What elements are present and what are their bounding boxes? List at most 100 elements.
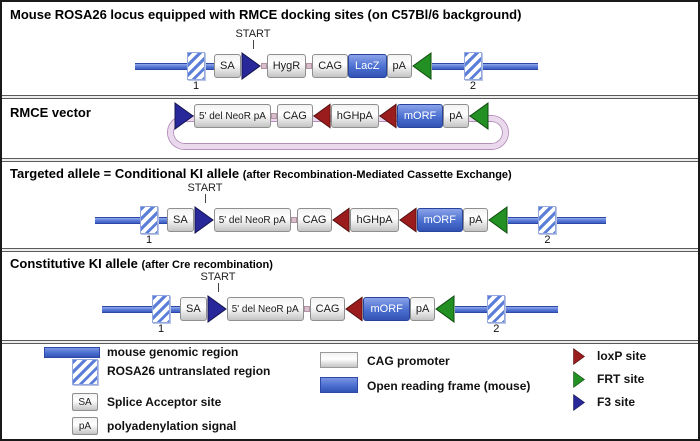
f3-site-icon bbox=[573, 394, 585, 411]
legend-cag-swatch bbox=[320, 352, 358, 368]
start-marker: START bbox=[183, 182, 227, 203]
genomic-line bbox=[481, 62, 538, 70]
linker bbox=[290, 217, 297, 223]
polya-box: pA bbox=[409, 297, 436, 321]
start-label: START bbox=[235, 28, 271, 40]
loxp-site-icon bbox=[573, 348, 585, 365]
section-divider bbox=[2, 95, 698, 99]
start-label: START bbox=[200, 271, 236, 283]
f3-site-icon bbox=[241, 52, 261, 80]
genomic-line bbox=[95, 216, 140, 224]
rosa26-exon1: 1 bbox=[140, 206, 158, 246]
legend-genomic-swatch bbox=[44, 347, 100, 358]
polya-box: pA bbox=[462, 208, 489, 232]
legend-pa-swatch: pA bbox=[72, 417, 98, 435]
f3-site-icon bbox=[207, 295, 227, 323]
start-label: START bbox=[187, 182, 223, 194]
start-tick bbox=[252, 40, 254, 49]
rosa26-exon2: 2 bbox=[463, 52, 482, 92]
frt-site-icon bbox=[435, 295, 455, 323]
f3-site-icon bbox=[194, 206, 214, 234]
exon-number: 2 bbox=[544, 234, 551, 246]
linker bbox=[260, 63, 267, 69]
targeted-allele-construct: 1 SA 5' del NeoR pA CAG hGHpA mORF pA 2 bbox=[95, 203, 607, 246]
hygr-box: HygR bbox=[266, 54, 307, 78]
section-rmce-vector: RMCE vector 5' del NeoR pA CAG hGHpA mOR… bbox=[2, 99, 698, 158]
frt-site-icon bbox=[488, 206, 508, 234]
splice-acceptor-box: SA bbox=[180, 297, 207, 321]
genomic-line bbox=[556, 216, 607, 224]
legend-cag-label: CAG promoter bbox=[367, 354, 450, 368]
genomic-line bbox=[102, 305, 152, 313]
hghpa-box: hGHpA bbox=[330, 104, 379, 128]
polya-box: pA bbox=[386, 54, 412, 78]
legend-sa-swatch: SA bbox=[72, 393, 98, 411]
legend-genomic-label: mouse genomic region bbox=[107, 345, 239, 359]
frt-site-icon bbox=[412, 52, 432, 80]
loxp-site-icon bbox=[398, 207, 417, 233]
exon-number: 1 bbox=[145, 234, 153, 246]
loxp-site-icon bbox=[379, 103, 397, 129]
polya-box: pA bbox=[443, 104, 469, 128]
section-legend: mouse genomic region ROSA26 untranslated… bbox=[2, 344, 698, 439]
legend-pa-label: polyadenylation signal bbox=[107, 419, 237, 433]
section-title-main: Targeted allele = Conditional KI allele bbox=[10, 166, 240, 181]
splice-acceptor-box: SA bbox=[214, 54, 241, 78]
loxp-site-icon bbox=[345, 296, 364, 322]
loxp-site-icon bbox=[332, 207, 351, 233]
section-rosa-locus: Mouse ROSA26 locus equipped with RMCE do… bbox=[2, 2, 698, 95]
section-title: Targeted allele = Conditional KI allele … bbox=[10, 166, 512, 181]
legend-orf-label: Open reading frame (mouse) bbox=[367, 379, 531, 393]
rosa26-exon1: 1 bbox=[187, 52, 205, 92]
genomic-line bbox=[158, 216, 167, 224]
legend-f3-label: F3 site bbox=[597, 395, 636, 409]
rmce-vector-cassette: 5' del NeoR pA CAG hGHpA mORF pA bbox=[174, 102, 489, 130]
start-tick bbox=[204, 194, 206, 203]
genomic-line bbox=[508, 216, 539, 224]
linker bbox=[303, 306, 310, 312]
section-title-main: Constitutive KI allele bbox=[10, 256, 138, 271]
legend-loxp-label: loxP site bbox=[597, 349, 647, 363]
section-title: Mouse ROSA26 locus equipped with RMCE do… bbox=[10, 7, 522, 22]
frt-site-icon bbox=[468, 102, 489, 130]
section-title: RMCE vector bbox=[10, 105, 91, 120]
morf-box: mORF bbox=[396, 104, 444, 128]
genomic-line bbox=[505, 305, 559, 313]
section-targeted-allele: Targeted allele = Conditional KI allele … bbox=[2, 162, 698, 248]
linker bbox=[306, 63, 313, 69]
start-marker: START bbox=[231, 28, 275, 49]
legend-rosa26-swatch bbox=[72, 359, 98, 385]
section-divider bbox=[2, 248, 698, 252]
exon-number: 1 bbox=[157, 323, 165, 335]
exon-number: 2 bbox=[469, 80, 477, 92]
legend-sa-label: Splice Acceptor site bbox=[107, 395, 222, 409]
splice-acceptor-box: SA bbox=[167, 208, 194, 232]
section-title-sub: (after Cre recombination) bbox=[141, 259, 273, 271]
legend-rosa26-label: ROSA26 untranslated region bbox=[107, 364, 271, 378]
genomic-line bbox=[455, 305, 488, 313]
neor-box: 5' del NeoR pA bbox=[213, 208, 291, 232]
neor-box: 5' del NeoR pA bbox=[226, 297, 304, 321]
morf-box: mORF bbox=[416, 208, 463, 232]
rosa26-exon2: 2 bbox=[487, 295, 506, 335]
genomic-line bbox=[431, 62, 464, 70]
genomic-line bbox=[135, 62, 187, 70]
hghpa-box: hGHpA bbox=[350, 208, 399, 232]
exon-number: 2 bbox=[493, 323, 500, 335]
rosa26-exon2: 2 bbox=[538, 206, 557, 246]
genomic-line bbox=[205, 62, 214, 70]
morf-box: mORF bbox=[363, 297, 410, 321]
start-tick bbox=[217, 283, 219, 292]
cag-promoter-box: CAG bbox=[312, 54, 349, 78]
start-marker: START bbox=[196, 271, 240, 292]
f3-site-icon bbox=[174, 102, 194, 130]
cag-promoter-box: CAG bbox=[296, 208, 333, 232]
rosa26-exon1: 1 bbox=[152, 295, 170, 335]
lacz-orf-box: LacZ bbox=[348, 54, 387, 78]
neor-box: 5' del NeoR pA bbox=[194, 104, 271, 128]
exon-number: 1 bbox=[192, 80, 200, 92]
section-title-sub: (after Recombination-Mediated Cassette E… bbox=[242, 169, 512, 181]
section-divider bbox=[2, 158, 698, 162]
genomic-line bbox=[170, 305, 180, 313]
